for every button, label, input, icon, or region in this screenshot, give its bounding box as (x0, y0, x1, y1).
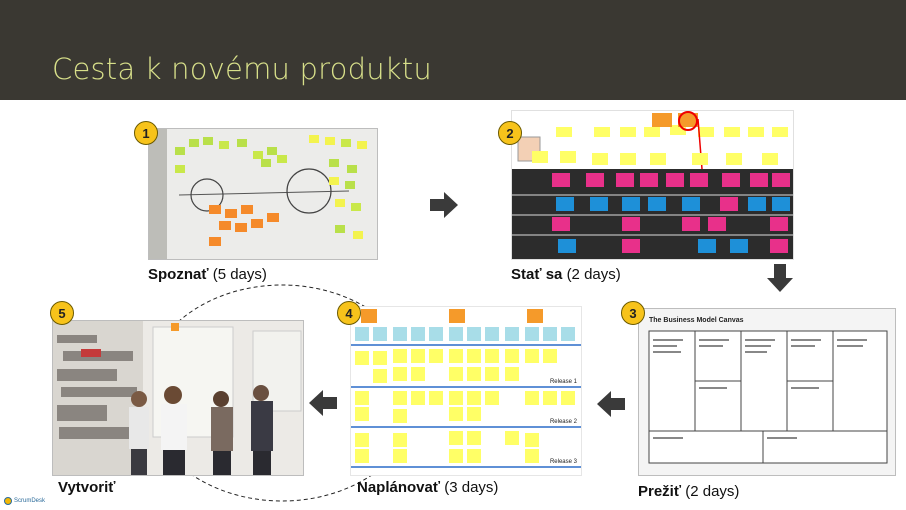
logo-text: ScrumDesk (14, 498, 46, 504)
story-map-board (512, 111, 793, 259)
step-duration-4: (3 days) (444, 479, 499, 496)
step-badge-5: 5 (50, 301, 74, 325)
step-duration-3: (2 days) (685, 483, 740, 500)
step-badge-1: 1 (134, 121, 158, 145)
step-name-1: Spoznať (148, 266, 209, 283)
step-name-4: Naplánovať (357, 479, 441, 496)
step-name-5: Vytvoriť (58, 479, 116, 496)
release-label-2: Release 2 (549, 419, 577, 425)
step-caption-5: Vytvoriť (58, 479, 115, 496)
scrumdesk-logo: ScrumDesk (4, 497, 45, 505)
flow-arrow-down (767, 264, 793, 292)
step-caption-1: Spoznať (5 days) (148, 266, 267, 283)
step-name-3: Prežiť (638, 483, 682, 500)
photo-business-model-canvas: The Business Model Canvas (638, 308, 896, 476)
canvas-grid (639, 309, 895, 475)
step-badge-3: 3 (621, 301, 645, 325)
team-wall-scene (53, 321, 303, 475)
step-duration-2: (2 days) (566, 266, 621, 283)
photo-team-wall (52, 320, 304, 476)
step-caption-3: Prežiť (2 days) (638, 483, 739, 500)
step-caption-2: Stať sa (2 days) (511, 266, 621, 283)
step-badge-4: 4 (337, 301, 361, 325)
release-label-3: Release 3 (549, 459, 577, 465)
step-badge-2: 2 (498, 121, 522, 145)
canvas-title: The Business Model Canvas (649, 317, 744, 324)
photo-whiteboard (148, 128, 378, 260)
flow-arrow-left-1 (597, 391, 625, 417)
slide-title: Cesta k novému produktu (52, 52, 432, 86)
photo-story-map (511, 110, 794, 260)
logo-mark-icon (4, 497, 12, 505)
flow-arrow-right (430, 192, 458, 218)
slide-header (0, 0, 906, 100)
release-plan-board (351, 307, 581, 475)
step-duration-1: (5 days) (212, 266, 267, 283)
release-label-1: Release 1 (549, 379, 577, 385)
step-name-2: Stať sa (511, 266, 563, 283)
flow-arrow-left-2 (309, 390, 337, 416)
step-caption-4: Naplánovať (3 days) (357, 479, 498, 496)
photo-release-plan: Release 1 Release 2 Release 3 (350, 306, 582, 476)
whiteboard-sketch (149, 129, 377, 259)
